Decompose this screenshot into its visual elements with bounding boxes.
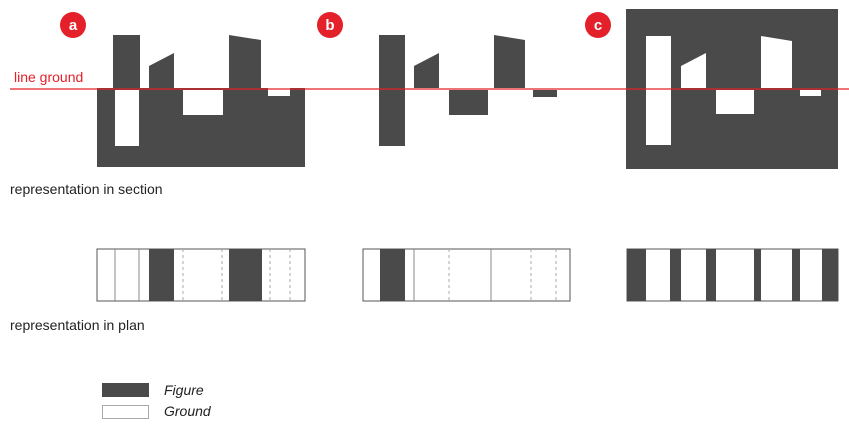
badge-b: b: [317, 12, 343, 38]
badge-c: c: [585, 12, 611, 38]
legend-ground-label: Ground: [164, 403, 212, 419]
plan-a-figure-1: [149, 249, 174, 301]
section-c-void-3: [716, 90, 754, 114]
legend-figure-swatch: [102, 383, 149, 397]
badge-c-letter: c: [594, 17, 602, 34]
section-c-void-4: [761, 36, 792, 88]
section-b-building-5: [533, 90, 557, 97]
section-c-void-2: [681, 53, 706, 88]
section-a-void-3: [269, 90, 290, 96]
plan-c-figure-6: [822, 249, 838, 301]
line-ground-label: line ground: [14, 69, 83, 85]
panel-a-section: [97, 35, 305, 167]
section-c-void-5: [800, 90, 821, 96]
plan-c-figure-1: [627, 249, 646, 301]
badge-a: a: [60, 12, 86, 38]
plan-c-figure-2: [670, 249, 681, 301]
plan-c-figure-3: [706, 249, 716, 301]
section-b-building-4: [494, 35, 525, 88]
plan-caption: representation in plan: [10, 317, 145, 333]
section-b-building-1: [379, 35, 405, 146]
section-b-building-3: [449, 90, 488, 115]
plan-c-figure-5: [792, 249, 800, 301]
legend-figure-label: Figure: [164, 382, 204, 398]
panel-b-plan: [362, 248, 571, 302]
panel-a-plan: [96, 248, 306, 302]
panel-b-section: [379, 35, 557, 146]
plan-c-figure-4: [754, 249, 761, 301]
legend-ground-swatch: [102, 405, 149, 419]
section-caption: representation in section: [10, 181, 163, 197]
section-b-building-2: [414, 53, 439, 88]
badge-b-letter: b: [325, 17, 334, 34]
legend: Figure Ground: [102, 382, 212, 419]
section-a-void-1: [115, 90, 139, 146]
plan-b-figure-1: [380, 249, 405, 301]
section-a-void-2: [183, 90, 223, 115]
plan-c-frame: [626, 248, 839, 302]
panel-c-plan: [626, 248, 839, 302]
badge-a-letter: a: [69, 17, 78, 34]
plan-a-figure-2: [229, 249, 262, 301]
plan-a-frame: [96, 248, 306, 302]
section-c-void-1: [646, 36, 671, 145]
